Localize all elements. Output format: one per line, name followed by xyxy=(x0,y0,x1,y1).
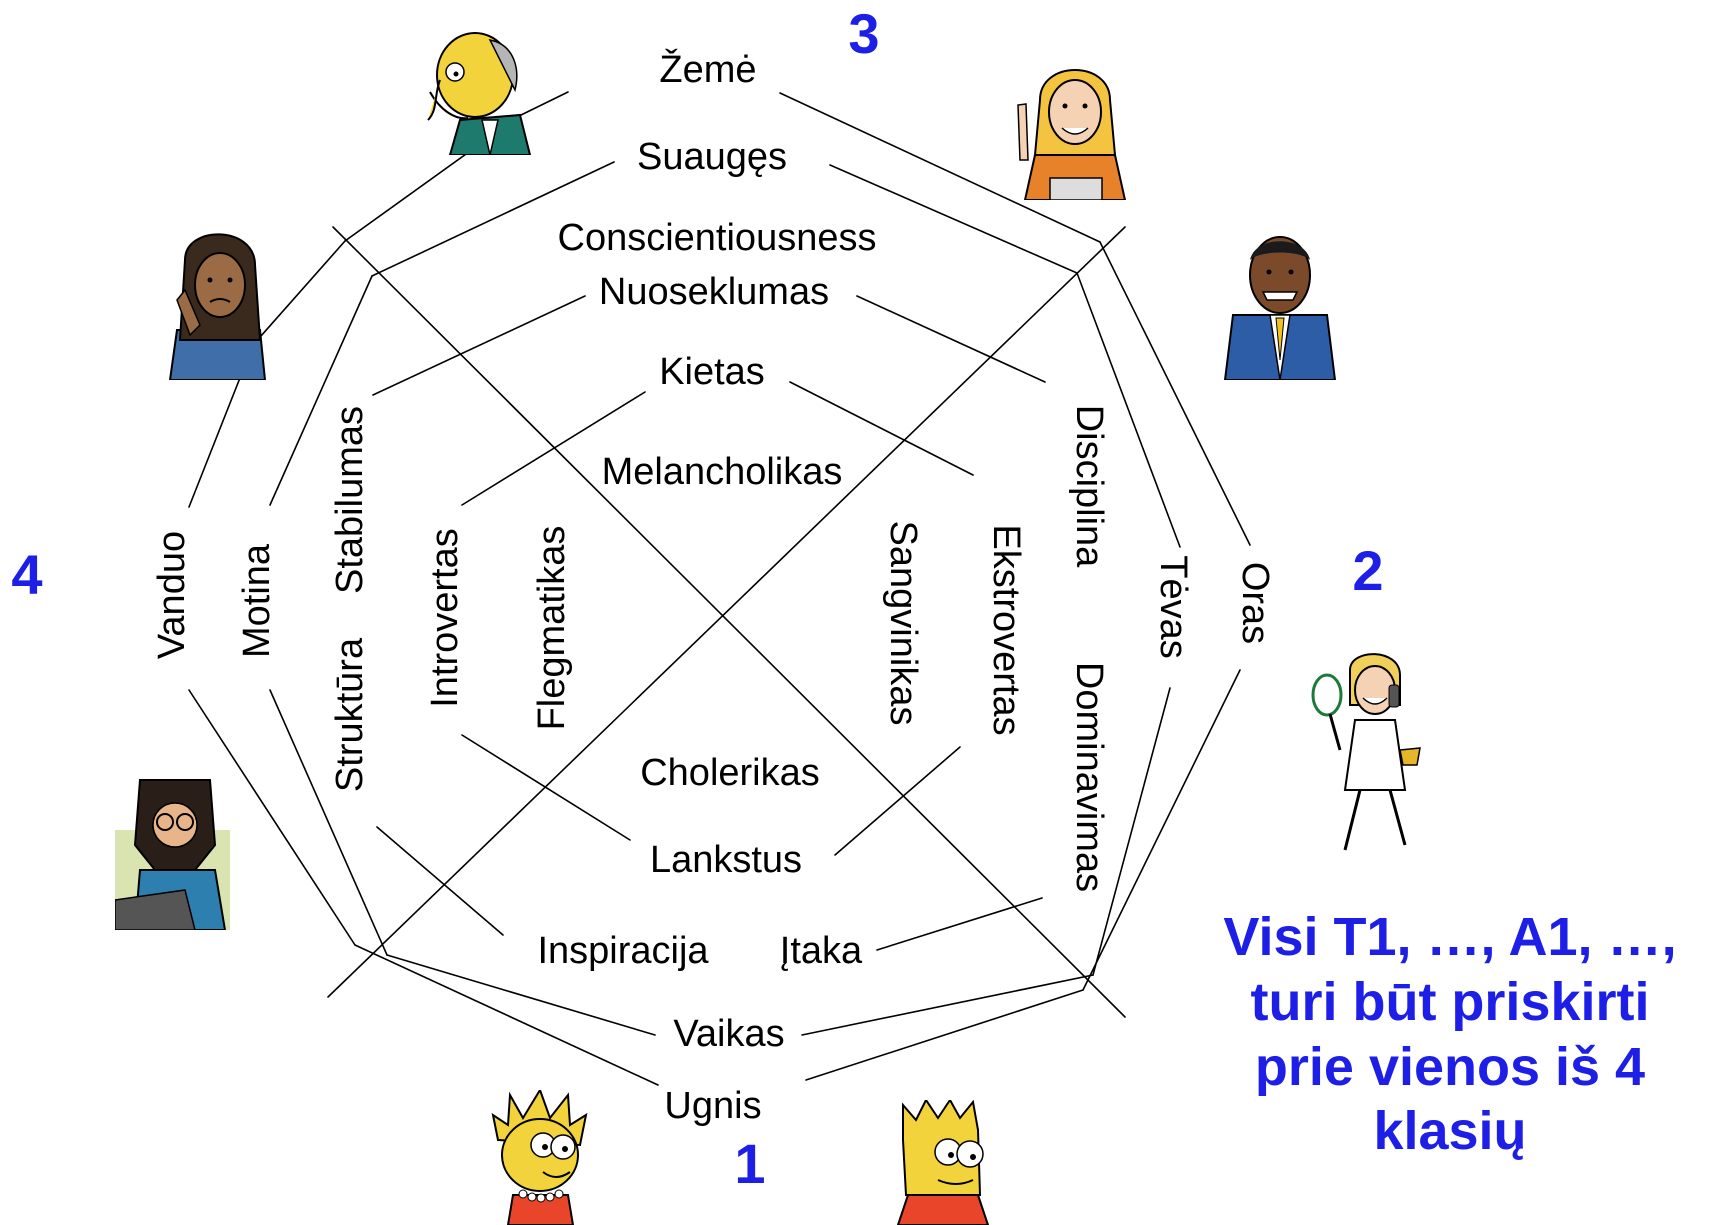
label-introvertas: Introvertas xyxy=(424,528,466,708)
label-disciplina: Disciplina xyxy=(1068,404,1110,568)
note-line-1: Visi T1, …, A1, …, xyxy=(1223,907,1677,967)
outer-octagon-edge xyxy=(1099,241,1251,546)
label-motina: Motina xyxy=(236,543,278,659)
label-stabilumas: Stabilumas xyxy=(329,406,371,594)
quadrant-number-2: 2 xyxy=(1352,539,1384,602)
label-vanduo: Vanduo xyxy=(151,530,193,660)
outer-octagon-edge xyxy=(805,989,1084,1081)
outer-octagon-edge xyxy=(252,240,346,346)
label-melancholikas: Melancholikas xyxy=(601,451,843,493)
outer-octagon-edge xyxy=(1082,669,1241,991)
note-line-3: prie vienos iš 4 xyxy=(1254,1036,1646,1097)
worried-woman-on-phone-figure xyxy=(168,233,267,380)
temperament-square-edge xyxy=(789,381,974,476)
family-octagon-edge xyxy=(269,275,373,506)
label-tevas: Tėvas xyxy=(1152,555,1194,659)
trait-square-edge xyxy=(856,295,1046,383)
quadrant-number-1: 1 xyxy=(734,1132,766,1195)
label-flegmatikas: Flegmatikas xyxy=(531,525,573,731)
label-nuoseklumas: Nuoseklumas xyxy=(598,271,830,313)
family-octagon-edge xyxy=(371,161,615,277)
label-itaka: Įtaka xyxy=(779,930,863,972)
temperament-square-edge xyxy=(461,734,631,841)
bald-old-man-figure xyxy=(427,32,532,155)
trait-square-edge xyxy=(372,295,586,396)
trait-square-edge xyxy=(876,897,1043,951)
outer-octagon-edge xyxy=(354,944,659,1086)
family-octagon-edge xyxy=(829,164,1078,274)
note-line-4: klasių xyxy=(1373,1101,1527,1162)
family-octagon-edge xyxy=(1092,687,1171,976)
label-oras: Oras xyxy=(1234,561,1276,645)
outer-octagon-edge xyxy=(518,91,569,117)
family-octagon-edge xyxy=(269,689,388,956)
label-dominavimas: Dominavimas xyxy=(1068,661,1110,893)
quadrant-number-3: 3 xyxy=(848,2,880,65)
note-line-2: turi būt priskirti xyxy=(1250,971,1650,1032)
label-kietas: Kietas xyxy=(659,351,765,393)
label-lankstus: Lankstus xyxy=(649,839,803,881)
label-vaikas: Vaikas xyxy=(673,1013,785,1055)
spiky-hair-boy-figure xyxy=(896,1100,990,1225)
diagonal-line xyxy=(332,226,1126,1018)
quadrant-number-4: 4 xyxy=(11,543,43,606)
blonde-woman-speaker-figure xyxy=(1017,69,1127,200)
label-cholerikas: Cholerikas xyxy=(640,752,820,794)
spiky-hair-girl-figure xyxy=(491,1090,588,1225)
bearded-man-laptop-figure xyxy=(115,779,230,930)
label-ekstrovertas: Ekstrovertas xyxy=(985,524,1027,736)
label-zeme: Žemė xyxy=(659,49,757,91)
tennis-player-figure xyxy=(1311,653,1421,851)
assignment-note: Visi T1, …, A1, …, turi būt priskirti pr… xyxy=(1170,905,1729,1164)
temperament-square-edge xyxy=(834,746,961,856)
label-conscientiousness: Conscientiousness xyxy=(557,217,877,259)
outer-octagon-edge xyxy=(779,92,1101,243)
label-ugnis: Ugnis xyxy=(664,1085,762,1127)
family-octagon-edge xyxy=(801,974,1094,1036)
label-struktura: Struktūra xyxy=(329,637,371,793)
outer-octagon-edge xyxy=(188,689,356,946)
family-octagon-edge xyxy=(1076,272,1181,548)
label-inspiracija: Inspiracija xyxy=(537,930,709,972)
label-sangvinikas: Sangvinikas xyxy=(882,520,924,726)
businessman-figure xyxy=(1223,236,1337,380)
temperament-square-edge xyxy=(461,391,646,506)
family-octagon-edge xyxy=(386,954,656,1036)
diagonal-line xyxy=(327,226,1126,998)
trait-square-edge xyxy=(376,826,504,936)
label-suauges: Suaugęs xyxy=(636,136,788,178)
